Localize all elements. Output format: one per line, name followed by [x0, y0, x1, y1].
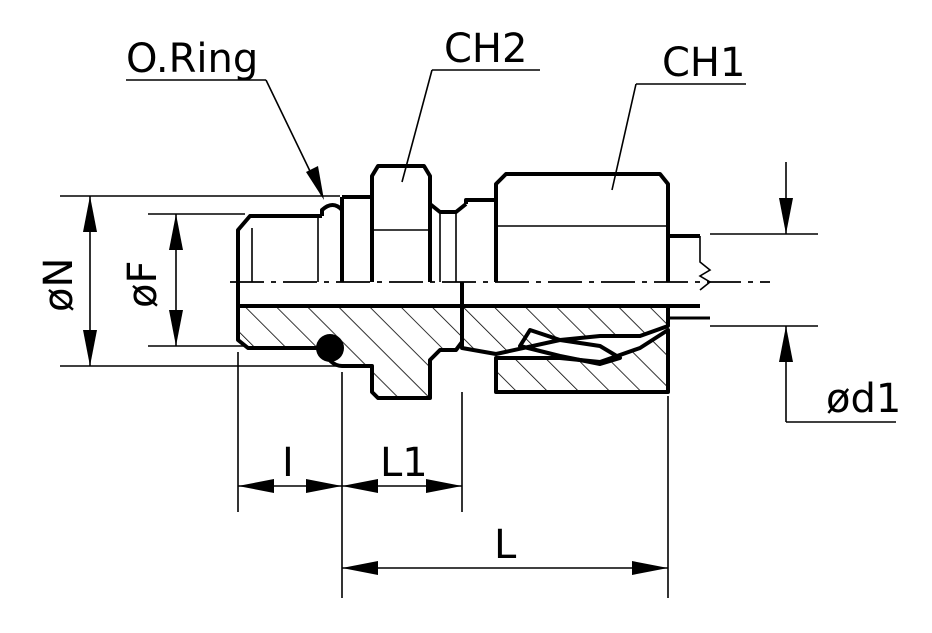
leader-o-ring: O.Ring: [126, 36, 324, 200]
dim-i-arrow-right: [306, 479, 342, 493]
step-upper: [464, 198, 496, 204]
o-ring-groove-upper: [320, 203, 344, 216]
dim-d1-label: ød1: [826, 376, 901, 422]
body-section: [236, 304, 464, 400]
dim-n-arrow-top: [83, 196, 97, 232]
dimension-d1: ød1: [779, 162, 901, 423]
dimension-n: øN: [36, 196, 97, 366]
ch1-leader-line: [611, 83, 637, 191]
fitting-upper-view: [236, 164, 712, 306]
leader-ch2: CH2: [401, 26, 540, 183]
dim-n-arrow-bottom: [83, 330, 97, 366]
thread-end-outline: [236, 214, 322, 306]
tube-break-line: [698, 236, 712, 291]
dim-i-label: I: [282, 440, 294, 486]
dim-l1-arrow-right: [426, 479, 462, 493]
dimension-i: I: [238, 440, 342, 493]
dim-f-arrow-bottom: [169, 310, 183, 346]
dim-i-arrow-left: [238, 479, 274, 493]
nut-ch1-upper: [494, 172, 670, 282]
collar-upper: [340, 195, 372, 216]
insert-section: [460, 304, 670, 356]
dim-d1-arrow-top: [779, 198, 793, 234]
neck-upper: [428, 202, 468, 214]
dim-l1-label: L1: [380, 440, 428, 486]
fitting-lower-section: [236, 304, 670, 400]
extension-lines: [60, 195, 818, 598]
dimension-f: øF: [120, 214, 183, 346]
dimension-l1: L1: [342, 440, 462, 493]
o-ring-symbol: [316, 334, 344, 362]
o-ring-label: O.Ring: [126, 36, 258, 82]
ferrule: [518, 328, 622, 366]
ch1-label: CH1: [662, 40, 745, 86]
o-ring-leader-arrow: [306, 166, 324, 200]
dim-f-arrow-top: [169, 214, 183, 250]
leader-ch1: CH1: [611, 40, 746, 191]
dim-d1-arrow-bottom: [779, 326, 793, 362]
hex-ch2-upper: [370, 164, 432, 282]
dim-l-arrow-left: [342, 561, 378, 575]
dim-f-label: øF: [120, 261, 166, 308]
dim-n-label: øN: [36, 258, 82, 312]
dim-l-label: L: [494, 522, 517, 568]
ch2-label: CH2: [444, 26, 527, 72]
ch2-leader-line: [401, 69, 433, 183]
dimension-l: L: [342, 522, 668, 575]
dim-l1-arrow-left: [342, 479, 378, 493]
dim-l-arrow-right: [632, 561, 668, 575]
